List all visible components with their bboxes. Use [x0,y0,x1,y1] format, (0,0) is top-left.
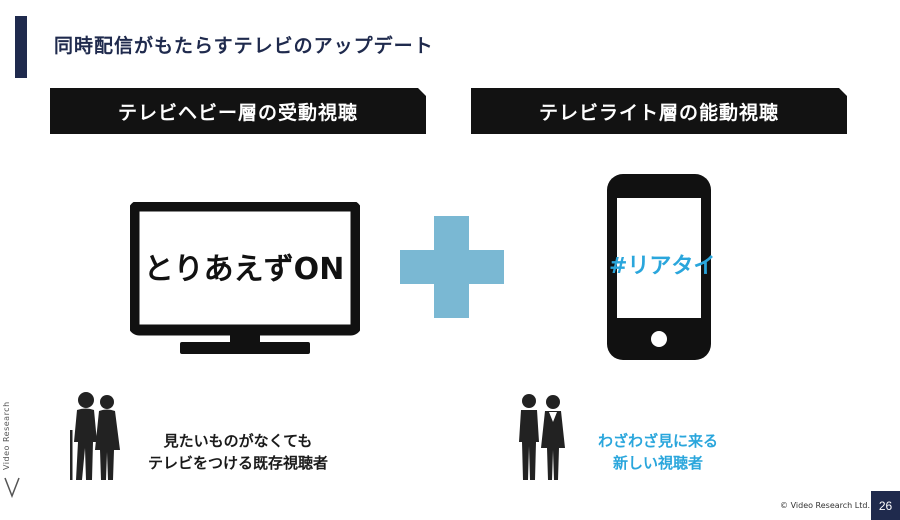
left-caption-line2: テレビをつける既存視聴者 [147,454,328,472]
right-caption-line2: 新しい視聴者 [612,454,703,472]
slide-title: 同時配信がもたらすテレビのアップデート [54,35,434,57]
left-caption: 見たいものがなくても テレビをつける既存視聴者 [118,430,358,474]
elderly-couple-icon [70,392,120,480]
tv-icon [130,202,360,354]
student-couple-icon [519,394,565,480]
page-number: 26 [871,491,900,520]
video-research-logo-icon [4,477,20,498]
logo-text: Video Research [2,401,11,470]
smartphone-icon [607,174,711,360]
plus-icon [400,216,504,318]
left-header: テレビヘビー層の受動視聴 [50,88,426,134]
tv-screen-label: とりあえずON [143,252,345,287]
right-header: テレビライト層の能動視聴 [471,88,847,134]
phone-screen-label: #リアタイ [609,254,716,279]
left-caption-line1: 見たいものがなくても [163,432,313,450]
right-caption-line1: わざわざ見に来る [597,432,718,450]
title-accent-bar [15,16,27,78]
right-caption: わざわざ見に来る 新しい視聴者 [568,430,748,474]
copyright: © Video Research Ltd. [780,501,870,510]
